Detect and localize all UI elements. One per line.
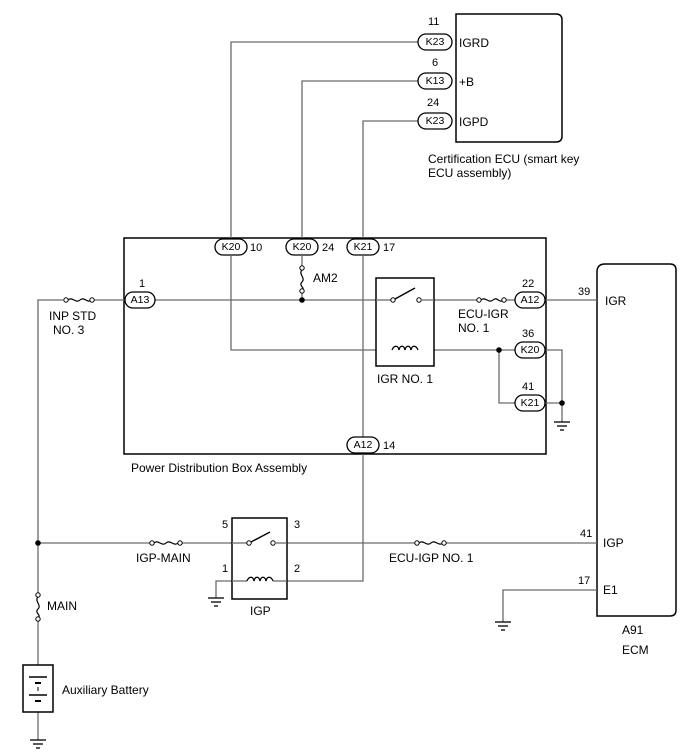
connector-capsule: K21 — [514, 394, 546, 412]
coil-icon — [391, 345, 419, 351]
connector-label: A12 — [521, 294, 540, 306]
igp-relay-label: IGP — [250, 604, 271, 618]
connector-label: K23 — [426, 36, 445, 48]
connector-label: K20 — [293, 241, 312, 253]
fuse-icon — [476, 297, 507, 303]
relay-igr-no1: IGR NO. 1 — [375, 277, 435, 386]
ecm-pin-num: 17 — [578, 575, 590, 587]
ground-icon — [208, 597, 224, 607]
fuse-icon — [299, 265, 305, 294]
connector-capsule: K20 — [214, 238, 248, 256]
pdb-pin-num: 22 — [522, 278, 534, 290]
cert-pin-num: 24 — [427, 97, 439, 109]
fuse-icon — [35, 592, 41, 622]
wires — [37, 41, 597, 740]
ecm-pin-num: 41 — [580, 528, 592, 540]
pdb-pin-num: 1 — [139, 278, 145, 290]
battery-label: Auxiliary Battery — [62, 683, 149, 697]
ecu-igp-label: ECU-IGP NO. 1 — [389, 551, 474, 565]
power-distribution-box: Power Distribution Box Assembly — [123, 237, 547, 475]
junction-dots — [35, 297, 565, 546]
cert-pin-label: +B — [459, 75, 474, 89]
battery-icon — [22, 664, 54, 713]
pdb-name: Power Distribution Box Assembly — [131, 461, 307, 475]
connector-capsule: K20 — [285, 238, 319, 256]
ecu-igr-label-line1: ECU-IGR — [458, 307, 509, 321]
connector-label: A12 — [354, 439, 373, 451]
ecm-pin-label: E1 — [603, 583, 618, 597]
cert-ecu-name-line1: Certification ECU (smart key — [428, 152, 579, 166]
junction-dot — [35, 540, 41, 546]
pdb-pin-num: 17 — [383, 242, 395, 254]
pdb-pin-num: 41 — [522, 381, 534, 393]
relay-igp: 5 3 1 2 IGP — [222, 517, 300, 618]
connector-label: K20 — [521, 344, 540, 356]
igp-pin5: 5 — [222, 519, 228, 531]
ecm-box: A91 ECM — [596, 263, 677, 657]
igp-pin3: 3 — [294, 519, 300, 531]
inp-std-label-line1: INP STD — [49, 309, 96, 323]
pdb-pin-num: 36 — [522, 328, 534, 340]
am2-label: AM2 — [313, 271, 338, 285]
igp-main-label: IGP-MAIN — [136, 551, 191, 565]
pdb-pin-num: 10 — [250, 242, 262, 254]
connector-capsule: K21 — [346, 238, 380, 256]
junction-dot — [496, 347, 502, 353]
ecm-name: ECM — [622, 643, 649, 657]
relay-igr-label: IGR NO. 1 — [377, 372, 433, 386]
inp-std-label-line2: NO. 3 — [53, 323, 85, 337]
connector-label: A13 — [131, 294, 150, 306]
fuse-icon — [414, 540, 447, 546]
pdb-pin-num: 24 — [322, 242, 334, 254]
ground-icon — [30, 739, 46, 749]
fuse-icon — [63, 297, 95, 303]
connector-label: K20 — [222, 241, 241, 253]
fuse-icon — [149, 540, 183, 546]
coil-icon — [246, 576, 274, 582]
igp-pin1: 1 — [222, 563, 228, 575]
ground-icon — [495, 621, 511, 631]
cert-pin-label: IGPD — [459, 115, 489, 129]
cert-ecu-name-line2: ECU assembly) — [428, 166, 511, 180]
cert-pin-num: 6 — [432, 57, 438, 69]
cert-pin-num: 11 — [428, 16, 439, 28]
connector-capsule: A13 — [124, 291, 156, 309]
junction-dot — [559, 400, 565, 406]
connector-label: K21 — [354, 241, 373, 253]
connector-label: K23 — [426, 115, 445, 127]
cert-pin-label: IGRD — [459, 36, 489, 50]
connector-capsule: A12 — [346, 436, 380, 454]
igp-pin2: 2 — [294, 563, 300, 575]
connector-capsule: A12 — [514, 291, 546, 309]
ecu-igr-label-line2: NO. 1 — [458, 321, 490, 335]
main-fuse-label: MAIN — [47, 599, 77, 613]
ecm-pin-num: 39 — [578, 286, 590, 298]
connector-capsule: K23 — [417, 112, 453, 130]
ground-icon — [554, 421, 570, 431]
connector-capsule: K20 — [514, 341, 546, 359]
connector-label: K13 — [426, 75, 445, 87]
ecm-code: A91 — [622, 623, 644, 637]
connector-label: K21 — [521, 397, 540, 409]
ecm-pin-label: IGP — [603, 536, 624, 550]
connector-capsule: K23 — [417, 33, 453, 51]
connector-capsule: K13 — [417, 72, 453, 90]
ecm-pin-label: IGR — [605, 294, 627, 308]
junction-dot — [299, 297, 305, 303]
certification-ecu: Certification ECU (smart key ECU assembl… — [428, 13, 579, 180]
pdb-pin-num: 14 — [383, 440, 395, 452]
